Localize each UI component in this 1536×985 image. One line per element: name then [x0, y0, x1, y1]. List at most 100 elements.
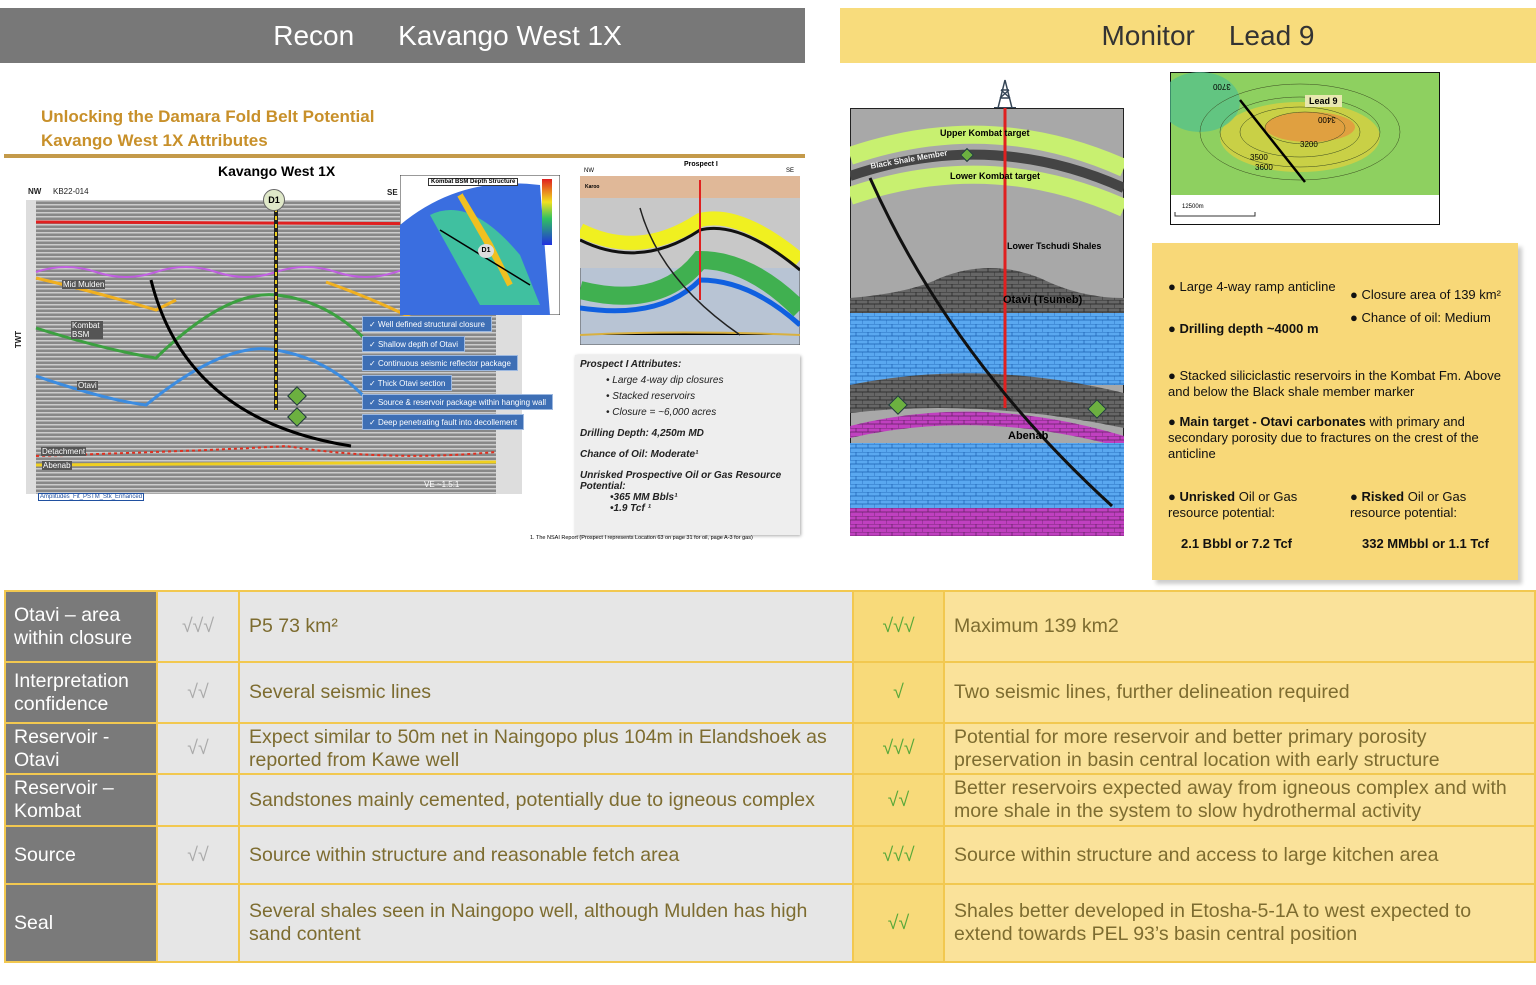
prospect-se: SE	[786, 168, 795, 174]
monitor-rating: √√√	[852, 825, 945, 885]
contour-label: 3400	[1318, 115, 1336, 124]
comparison-table: Otavi – area within closure√√√P5 73 km²√…	[4, 590, 1536, 963]
contour-label: 3600	[1255, 163, 1273, 172]
callout-source-reservoir: Source & reservoir package within hangin…	[362, 394, 554, 410]
recon-rating: √√	[156, 825, 240, 885]
horizon-mid-mulden: Mid Mulden	[62, 280, 106, 289]
subtitle-1: Unlocking the Damara Fold Belt Potential	[41, 107, 375, 126]
chance-of-oil: Chance of Oil: Moderate¹	[580, 449, 699, 460]
recon-text: Several seismic lines	[238, 661, 854, 724]
summary-closure: ● Closure area of 139 km²	[1350, 287, 1501, 302]
row-label: Interpretation confidence	[4, 661, 158, 724]
monitor-text: Source within structure and access to la…	[943, 825, 1536, 885]
table-row: Reservoir – Kombat Sandstones mainly ceme…	[4, 773, 1536, 827]
resource-oil: •365 MM Bbls¹	[610, 492, 678, 503]
recon-text: Several shales seen in Naingopo well, al…	[238, 883, 854, 963]
tschudi-label: Lower Tschudi Shales	[1007, 241, 1102, 251]
seismic-title: Kavango West 1X	[218, 163, 336, 179]
se-label: SE	[387, 188, 398, 197]
summary-chance: ● Chance of oil: Medium	[1350, 310, 1491, 325]
horizon-kombat-bsm: Kombat BSM	[71, 321, 103, 339]
contour-label: 3200	[1300, 140, 1318, 149]
attribute-item: • Stacked reservoirs	[606, 391, 696, 402]
lead9-map-label: Lead 9	[1305, 95, 1342, 107]
summary-unrisked-value: 2.1 Bbbl or 7.2 Tcf	[1181, 536, 1293, 551]
monitor-text: Better reservoirs expected away from ign…	[943, 773, 1536, 827]
map-scale: 12500m	[1182, 204, 1204, 210]
upper-kombat-label: Upper Kombat target	[940, 128, 1030, 138]
monitor-rating: √√√	[852, 722, 945, 775]
recon-rating	[156, 773, 240, 827]
twt-label: TWT	[14, 330, 24, 349]
header-monitor: Monitor	[1101, 19, 1195, 51]
attribute-item: • Closure = ~6,000 acres	[606, 407, 717, 418]
callout-thick-otavi: Thick Otavi section	[362, 375, 453, 391]
row-label: Reservoir - Otavi	[4, 722, 158, 775]
well-d1-marker: D1	[263, 189, 285, 211]
vertical-exaggeration: VE ~1.5:1	[424, 480, 460, 489]
subtitle-2: Kavango West 1X Attributes	[41, 131, 268, 150]
callout-reflector: Continuous seismic reflector package	[362, 355, 518, 371]
summary-unrisked: ● Unrisked Oil or Gas resource potential…	[1168, 489, 1298, 520]
inset-title: Kombat BSM Depth Structure	[428, 178, 519, 186]
recon-rating: √√	[156, 661, 240, 724]
table-row: Otavi – area within closure√√√P5 73 km²√…	[4, 590, 1536, 663]
footnote: 1. The NSAI Report (Prospect I represent…	[530, 535, 753, 541]
summary-depth: ● Drilling depth ~4000 m	[1168, 321, 1319, 336]
prospect-nw: NW	[584, 168, 594, 174]
prospect-title: Prospect I	[684, 161, 718, 168]
callout-otavi-depth: Shallow depth of Otavi	[362, 336, 465, 352]
table-row: Seal Several shales seen in Naingopo well…	[4, 883, 1536, 963]
summary-ramp: ● Large 4-way ramp anticline	[1168, 279, 1336, 294]
drilling-depth: Drilling Depth: 4,250m MD	[580, 428, 704, 439]
recon-text: Source within structure and reasonable f…	[238, 825, 854, 885]
monitor-rating: √	[852, 661, 945, 724]
monitor-header: Monitor Lead 9	[840, 8, 1536, 63]
summary-stacked: ● Stacked siliciclastic reservoirs in th…	[1168, 368, 1501, 399]
header-recon: Recon	[273, 19, 355, 51]
resource-heading: Unrisked Prospective Oil or Gas Resource…	[580, 470, 782, 492]
horizon-detachment: Detachment	[41, 447, 87, 456]
contour-label: 3500	[1250, 153, 1268, 162]
attribute-item: • Large 4-way dip closures	[606, 375, 724, 386]
lead9-cartoon-section	[850, 108, 1124, 536]
summary-risked-value: 332 MMbbl or 1.1 Tcf	[1362, 536, 1489, 551]
recon-text: P5 73 km²	[238, 590, 854, 663]
header-well: Kavango West 1X	[398, 19, 622, 51]
monitor-rating: √√√	[852, 590, 945, 663]
summary-risked: ● Risked Oil or Gas resource potential:	[1350, 489, 1467, 520]
monitor-text: Maximum 139 km2	[943, 590, 1536, 663]
monitor-text: Shales better developed in Etosha-5-1A t…	[943, 883, 1536, 963]
row-label: Seal	[4, 883, 158, 963]
recon-text: Sandstones mainly cemented, potentially …	[238, 773, 854, 827]
monitor-text: Two seismic lines, further delineation r…	[943, 661, 1536, 724]
drilling-rig-icon	[994, 79, 1016, 109]
prospect-cross-section	[580, 160, 800, 345]
karoo-label: Karoo	[585, 184, 600, 190]
table-row: Reservoir - Otavi√√Expect similar to 50m…	[4, 722, 1536, 775]
seismic-footer-label: Amplitudes_Fit_PSTM_Stk_Enhanced	[38, 493, 145, 501]
horizon-abenab: Abenab	[42, 461, 72, 470]
lead9-summary-box: ● Large 4-way ramp anticline ● Drilling …	[1152, 243, 1518, 580]
attributes-heading: Prospect I Attributes:	[580, 359, 682, 370]
callout-closure: Well defined structural closure	[362, 316, 492, 332]
divider	[4, 154, 805, 158]
inset-well-d1: D1	[478, 244, 494, 258]
monitor-rating: √√	[852, 883, 945, 963]
monitor-text: Potential for more reservoir and better …	[943, 722, 1536, 775]
header-lead: Lead 9	[1228, 19, 1315, 51]
recon-header: Recon Kavango West 1X	[0, 8, 805, 63]
otavi-label: Otavi (Tsumeb)	[1003, 294, 1083, 306]
recon-text: Expect similar to 50m net in Naingopo pl…	[238, 722, 854, 775]
contour-label: 3700	[1213, 82, 1231, 91]
row-label: Reservoir – Kombat	[4, 773, 158, 827]
recon-rating: √√	[156, 722, 240, 775]
lower-kombat-label: Lower Kombat target	[950, 171, 1041, 181]
resource-gas: •1.9 Tcf ¹	[610, 503, 651, 514]
callout-fault: Deep penetrating fault into decollement	[362, 414, 525, 430]
monitor-rating: √√	[852, 773, 945, 827]
nw-label: NW	[28, 187, 42, 196]
horizon-otavi: Otavi	[77, 381, 98, 390]
abenab-label: Abenab	[1008, 430, 1049, 442]
table-row: Source√√Source within structure and reas…	[4, 825, 1536, 885]
